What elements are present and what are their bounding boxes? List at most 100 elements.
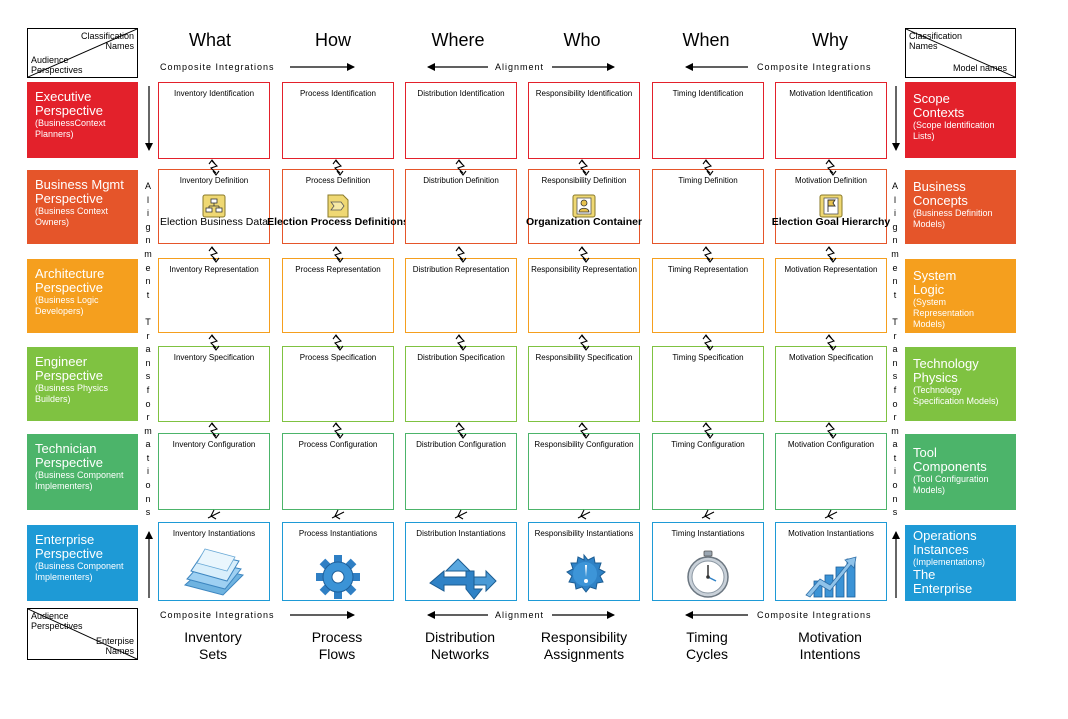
right-model-system-logic: System Logic(System Representation Model…	[905, 259, 1016, 333]
cell-title: Motivation Identification	[789, 89, 873, 98]
footer-line2: Assignments	[543, 646, 625, 662]
left-perspective-executive: Executive Perspective(BusinessContext Pl…	[27, 82, 138, 158]
footer-line1: Process	[311, 629, 363, 645]
cell-timing-configuration[interactable]: Timing Configuration	[652, 433, 764, 510]
cell-distribution-configuration[interactable]: Distribution Configuration	[405, 433, 517, 510]
perspective-subtitle: (Business Component Implementers)	[35, 470, 124, 491]
cell-process-definition[interactable]: Process Definition Election Process Defi…	[267, 169, 409, 244]
model-link-label[interactable]: Election Business Data	[160, 216, 268, 228]
cell-inventory-representation[interactable]: Inventory Representation	[158, 258, 270, 333]
model-title: Tool Components	[913, 445, 987, 474]
perspective-title: Business Mgmt Perspective	[35, 177, 124, 206]
row-connector-head	[706, 170, 714, 176]
cell-title: Responsibility Identification	[535, 89, 633, 98]
cell-motivation-configuration[interactable]: Motivation Configuration	[775, 433, 887, 510]
goal-hierarchy-icon[interactable]	[819, 194, 843, 218]
cell-distribution-representation[interactable]: Distribution Representation	[405, 258, 517, 333]
row-connector	[577, 509, 591, 520]
row-connector-head	[582, 345, 590, 351]
cell-inventory-instantiations[interactable]: Inventory Instantiations	[158, 522, 270, 601]
cell-inventory-configuration[interactable]: Inventory Configuration	[158, 433, 270, 510]
cell-motivation-definition[interactable]: Motivation Definition Election Goal Hier…	[772, 169, 890, 244]
model-link-label[interactable]: Election Goal Hierarchy	[771, 216, 891, 228]
row-connector	[454, 509, 468, 520]
row-connector-head	[825, 422, 833, 428]
distribution-arrows-icon	[429, 558, 497, 600]
cell-responsibility-representation[interactable]: Responsibility Representation	[528, 258, 640, 333]
cell-timing-identification[interactable]: Timing Identification	[652, 82, 764, 159]
cell-timing-specification[interactable]: Timing Specification	[652, 346, 764, 422]
model-title: Business Concepts	[913, 179, 968, 208]
cell-title: Motivation Representation	[784, 265, 878, 274]
model-subtitle: (System Representation Models)	[913, 297, 975, 329]
perspective-subtitle: (Business Physics Builders)	[35, 383, 109, 404]
row-connector-head	[212, 433, 220, 439]
cell-responsibility-identification[interactable]: Responsibility Identification	[528, 82, 640, 159]
cell-inventory-identification[interactable]: Inventory Identification	[158, 82, 270, 159]
row-connector-head	[455, 246, 463, 252]
model-link-label[interactable]: Election Process Definitions	[267, 216, 409, 228]
cell-responsibility-definition[interactable]: Responsibility Definition Organization C…	[526, 169, 642, 244]
cell-title: Motivation Specification	[788, 353, 874, 362]
cell-motivation-instantiations[interactable]: Motivation Instantiations	[775, 522, 887, 601]
cell-motivation-representation[interactable]: Motivation Representation	[775, 258, 887, 333]
model-title: Operations Instances	[913, 528, 977, 557]
cell-process-configuration[interactable]: Process Configuration	[282, 433, 394, 510]
cell-distribution-specification[interactable]: Distribution Specification	[405, 346, 517, 422]
cell-distribution-instantiations[interactable]: Distribution Instantiations	[405, 522, 517, 601]
cell-motivation-identification[interactable]: Motivation Identification	[775, 82, 887, 159]
organization-container-icon[interactable]	[572, 194, 596, 218]
perspective-title: Technician Perspective	[35, 441, 103, 470]
right-model-technology-physics: Technology Physics(Technology Specificat…	[905, 347, 1016, 421]
corner-classification-audience: Classification Names Audience Perspectiv…	[27, 28, 138, 78]
cell-title: Motivation Definition	[794, 176, 868, 185]
row-connector-head	[212, 257, 220, 263]
row-connector-head	[702, 422, 710, 428]
row-connector-head	[336, 257, 344, 263]
cell-title: Timing Identification	[672, 89, 744, 98]
right-model-operations-instances: Operations Instances(Implementations)The…	[905, 525, 1016, 601]
footer-line1: Distribution	[424, 629, 496, 645]
row-connector	[701, 509, 715, 520]
row-connector-head	[825, 334, 833, 340]
cell-title: Process Identification	[299, 89, 377, 98]
cell-timing-definition[interactable]: Timing Definition	[652, 169, 764, 244]
row-connector-head	[208, 334, 216, 340]
cell-process-instantiations[interactable]: Process Instantiations	[282, 522, 394, 601]
right-model-business-concepts: Business Concepts(Business Definition Mo…	[905, 170, 1016, 244]
cell-motivation-specification[interactable]: Motivation Specification	[775, 346, 887, 422]
model-title: Scope Contexts	[913, 91, 965, 120]
cell-process-representation[interactable]: Process Representation	[282, 258, 394, 333]
cell-title: Responsibility Configuration	[534, 440, 634, 449]
footer-line1: Motivation	[798, 629, 862, 645]
row-connector-head	[829, 433, 837, 439]
cell-title: Inventory Representation	[169, 265, 259, 274]
left-perspective-engineer: Engineer Perspective(Business Physics Bu…	[27, 347, 138, 421]
cell-inventory-specification[interactable]: Inventory Specification	[158, 346, 270, 422]
row-connector-head	[212, 345, 220, 351]
row-connector-head	[706, 257, 714, 263]
cell-title: Distribution Specification	[417, 353, 505, 362]
model-link-label[interactable]: Organization Container	[525, 216, 643, 228]
cell-process-identification[interactable]: Process Identification	[282, 82, 394, 159]
cell-responsibility-configuration[interactable]: Responsibility Configuration	[528, 433, 640, 510]
row-connector-head	[702, 334, 710, 340]
cell-distribution-identification[interactable]: Distribution Identification	[405, 82, 517, 159]
growth-chart-icon	[805, 556, 857, 598]
left-perspective-enterprise: Enterprise Perspective(Business Componen…	[27, 525, 138, 601]
cell-title: Motivation Instantiations	[788, 529, 874, 538]
model-subtitle: (Technology Specification Models)	[913, 385, 999, 406]
cell-timing-instantiations[interactable]: Timing Instantiations	[652, 522, 764, 601]
cell-title: Inventory Instantiations	[172, 529, 256, 538]
cell-title: Process Definition	[305, 176, 371, 185]
business-data-icon[interactable]	[202, 194, 226, 218]
cell-inventory-definition[interactable]: Inventory Definition Election Business D…	[158, 169, 270, 244]
cell-responsibility-instantiations[interactable]: Responsibility Instantiations	[528, 522, 640, 601]
cell-responsibility-specification[interactable]: Responsibility Specification	[528, 346, 640, 422]
cell-distribution-definition[interactable]: Distribution Definition	[405, 169, 517, 244]
process-definition-icon[interactable]	[326, 194, 350, 218]
row-connector-head	[336, 170, 344, 176]
